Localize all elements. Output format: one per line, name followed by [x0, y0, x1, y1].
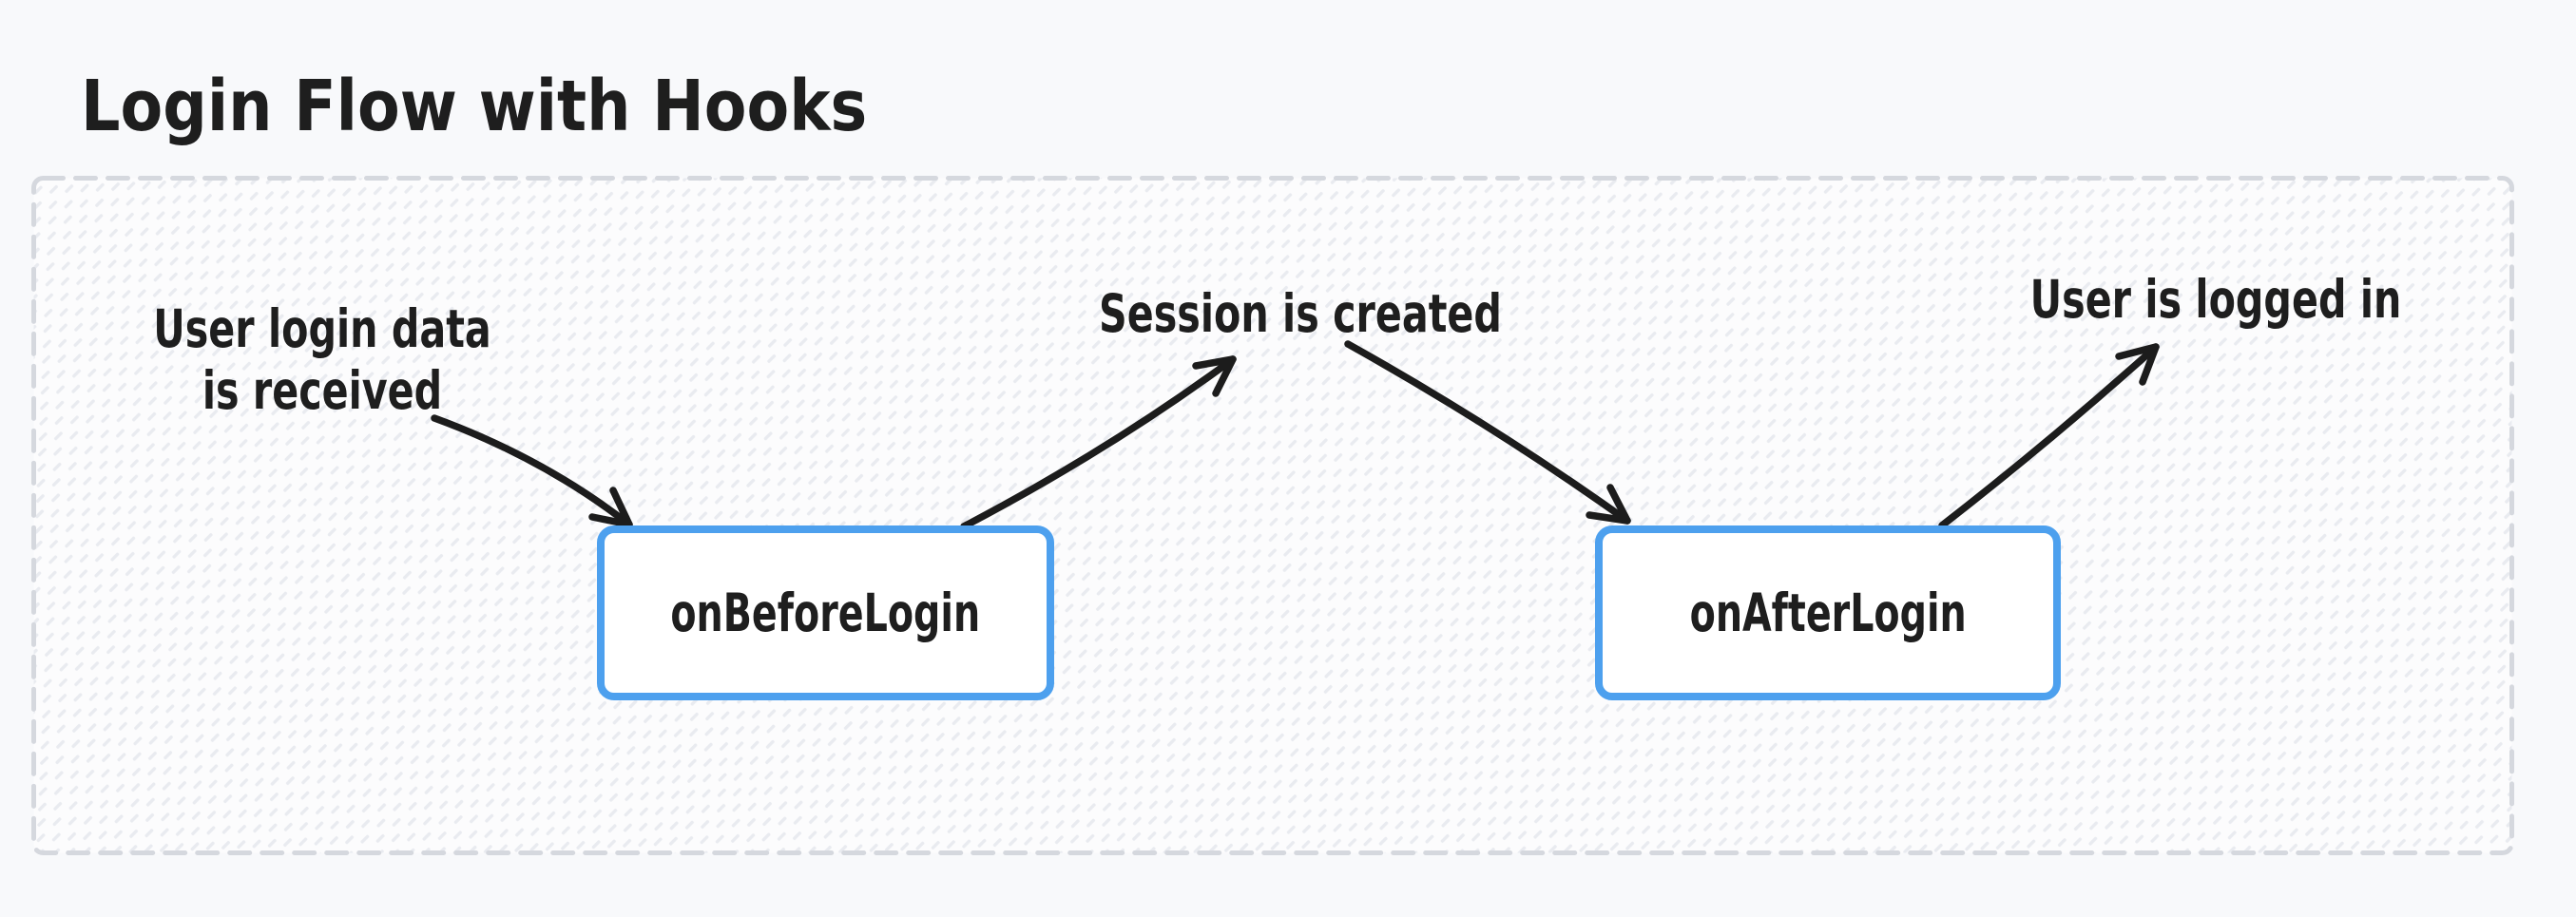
label-user-login-data-line1: User login data — [153, 298, 491, 359]
label-user-logged-in: User is logged in — [2029, 269, 2402, 330]
page-title: Login Flow with Hooks — [81, 71, 974, 142]
label-user-login-data-line2: is received — [202, 360, 443, 421]
node-onafterlogin: onAfterLogin — [1595, 525, 2061, 700]
node-onbeforelogin-label: onBeforeLogin — [670, 583, 981, 643]
node-onafterlogin-label: onAfterLogin — [1689, 583, 1967, 643]
page-title-text: Login Flow with Hooks — [81, 66, 868, 147]
label-user-login-data: User login data is received — [85, 298, 560, 422]
label-session-created: Session is created — [1099, 283, 1502, 344]
node-onbeforelogin: onBeforeLogin — [597, 525, 1054, 700]
